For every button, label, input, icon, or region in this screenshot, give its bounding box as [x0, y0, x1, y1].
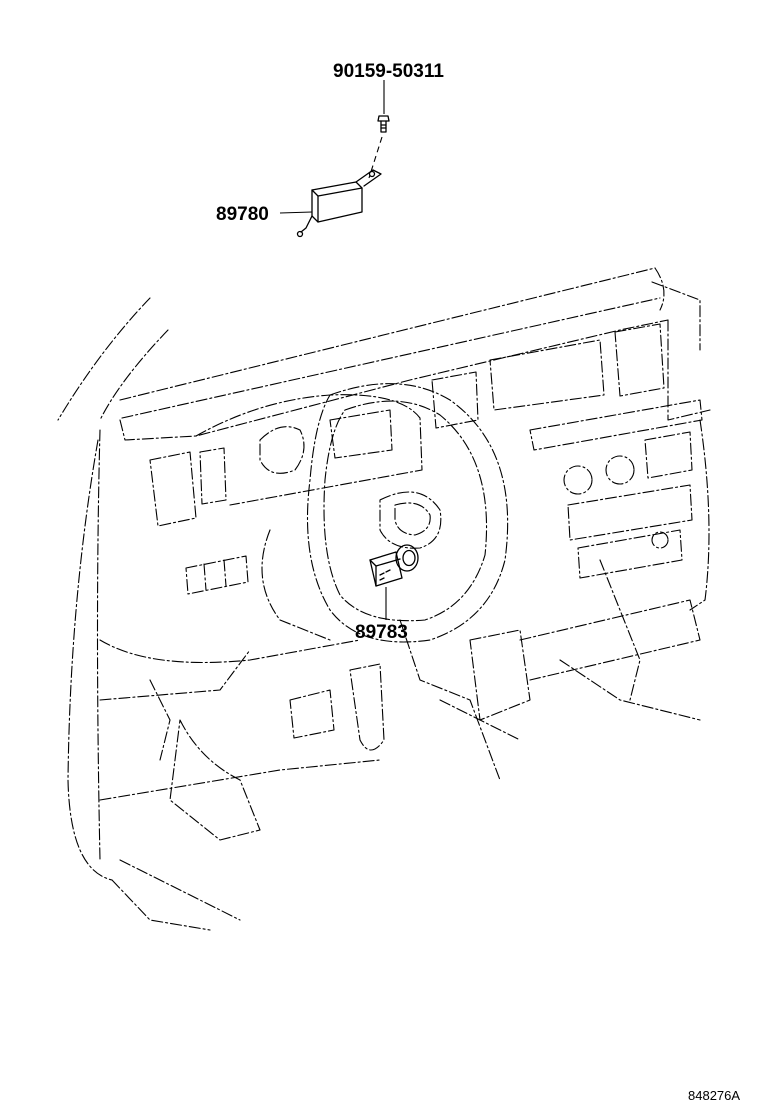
figure-number: 848276A	[688, 1088, 740, 1103]
module-leader-line	[279, 211, 313, 214]
control-module-part[interactable]	[296, 169, 382, 238]
coil-part-number[interactable]: 89783	[355, 622, 408, 643]
bolt-part[interactable]	[377, 115, 390, 133]
bolt-part-number[interactable]: 90159-50311	[333, 61, 444, 82]
transponder-coil-part[interactable]	[369, 544, 419, 587]
module-part-number[interactable]: 89780	[216, 204, 269, 225]
dashboard-outline	[57, 267, 711, 931]
